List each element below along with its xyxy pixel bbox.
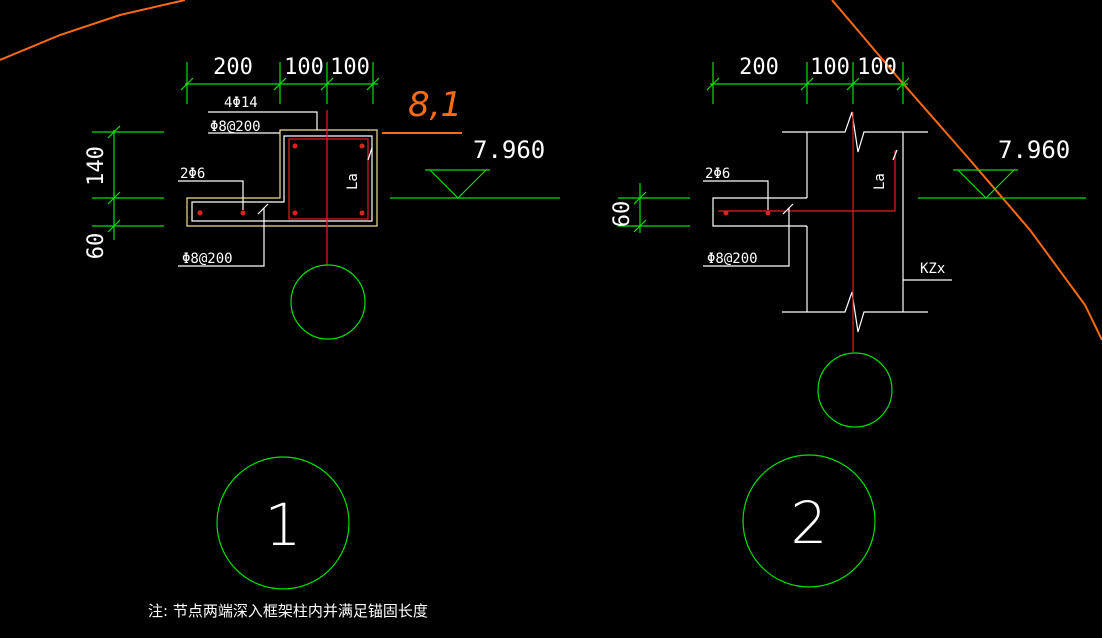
label-stirrup-top: Φ8@200 <box>210 119 261 135</box>
markup-stroke-right <box>831 0 1102 341</box>
dim2-60: 60 <box>610 201 635 228</box>
dim2-100-a: 100 <box>810 55 850 80</box>
axis-bubble-1 <box>290 264 366 340</box>
label-4phi14: 4Φ14 <box>224 95 258 111</box>
detail-number-1: 1 <box>265 491 302 559</box>
label-la: La <box>345 173 361 190</box>
markup-stroke-top-left <box>0 0 186 61</box>
axis-bubble-2 <box>817 352 893 428</box>
elevation-2: 7.960 <box>998 136 1070 164</box>
detail-number-circle-2 <box>742 454 876 588</box>
label2-stirrup-bottom: Φ8@200 <box>707 251 758 267</box>
detail-number-circle-1 <box>216 456 350 590</box>
dim-140: 140 <box>84 146 109 186</box>
dim-100-a: 100 <box>284 55 324 80</box>
label-kzx: KZx <box>920 261 945 277</box>
footnote: 注: 节点两端深入框架柱内并满足锚固长度 <box>148 602 428 620</box>
detail-2: 200 100 100 60 2Φ6 Φ8@200 La KZx <box>610 55 1086 588</box>
elevation-1: 7.960 <box>473 136 545 164</box>
dim-100-b: 100 <box>330 55 370 80</box>
label2-la: La <box>872 173 888 190</box>
dim2-200: 200 <box>739 55 779 80</box>
label-2phi6: 2Φ6 <box>180 166 205 182</box>
detail-number-2: 2 <box>791 489 828 557</box>
dim2-100-b: 100 <box>857 55 897 80</box>
dim-200: 200 <box>213 55 253 80</box>
label2-2phi6: 2Φ6 <box>705 166 730 182</box>
stirrup-box <box>288 138 369 220</box>
handwritten-markup: 8,1 <box>408 85 462 125</box>
dim-60: 60 <box>84 233 109 260</box>
detail-1: 200 100 100 140 60 4Φ14 Φ8@200 2Φ6 <box>84 55 560 590</box>
beam-outline <box>186 129 378 227</box>
label-stirrup-bottom: Φ8@200 <box>182 251 233 267</box>
